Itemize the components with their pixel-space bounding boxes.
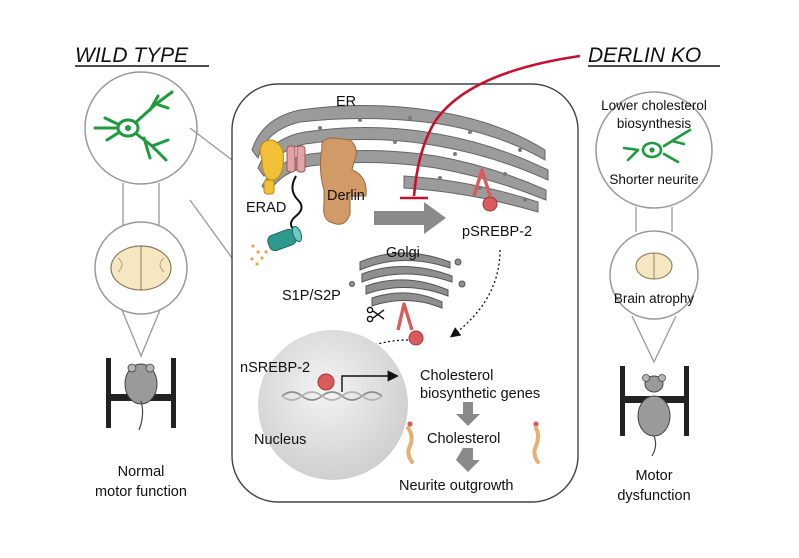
nsrebp-label: nSREBP-2 xyxy=(240,360,310,376)
transcription-arrow xyxy=(341,370,399,392)
zoom-line-bottom xyxy=(189,199,233,259)
golgi-label: Golgi xyxy=(386,245,420,261)
cascade-arrow-2 xyxy=(456,448,480,472)
wt-connector-1 xyxy=(122,183,160,225)
degraded-peptides xyxy=(250,244,268,266)
ko-mouse-beam-icon xyxy=(620,366,689,457)
wt-brain-icon xyxy=(110,245,172,291)
golgi-organelle xyxy=(349,252,466,309)
proteasome-icon xyxy=(267,225,303,252)
erad-channel-right xyxy=(296,145,306,173)
ko-lower-cholesterol-line1: Lower cholesterol xyxy=(601,98,707,113)
cholesterol-molecule-right xyxy=(532,421,540,464)
ko-neuron-icon xyxy=(622,128,692,164)
erad-channel-left xyxy=(286,145,296,173)
er-to-golgi-path xyxy=(449,249,501,338)
ko-brain-atrophy: Brain atrophy xyxy=(614,291,695,306)
ko-shorter-neurite: Shorter neurite xyxy=(609,172,698,187)
derlin-ko-header: DERLIN KO xyxy=(588,44,701,67)
wild-type-panel: Normal motor function xyxy=(84,71,198,500)
erad-substrate-chain xyxy=(290,175,303,233)
ko-lower-cholesterol-line2: biosynthesis xyxy=(617,116,692,131)
wt-caption-line1: Normal xyxy=(118,464,165,480)
cholesterol-molecule-left xyxy=(406,421,414,464)
derlin-ko-inhibition-line xyxy=(412,54,581,197)
neurite-outgrowth-label: Neurite outgrowth xyxy=(399,478,513,494)
genes-label-line1: Cholesterol xyxy=(420,368,493,384)
ko-caption-line2: dysfunction xyxy=(617,488,690,504)
derlin-ko-panel: Lower cholesterol biosynthesis Shorter n… xyxy=(595,91,713,504)
wt-cone xyxy=(121,309,161,358)
wild-type-header: WILD TYPE xyxy=(75,44,189,67)
dna-helix xyxy=(281,391,383,401)
psrebp-protein xyxy=(472,168,498,212)
golgi-srebp-protein xyxy=(396,302,424,346)
er-label: ER xyxy=(336,94,356,110)
cell-diagram: ER ERAD Derlin xyxy=(189,54,581,503)
scissors-icon xyxy=(366,306,385,323)
s1p-s2p-label: S1P/S2P xyxy=(282,288,341,304)
derlin-label: Derlin xyxy=(327,188,365,204)
erad-yellow-protein xyxy=(259,139,284,181)
wt-neuron-icon xyxy=(93,90,174,162)
nucleus-organelle xyxy=(258,330,408,480)
wt-neuron-circle xyxy=(84,71,198,185)
erad-complex xyxy=(250,139,306,266)
wt-caption-line2: motor function xyxy=(95,484,187,500)
zoom-line-top xyxy=(189,127,233,161)
wt-mouse-beam-icon xyxy=(106,358,176,431)
cholesterol-label: Cholesterol xyxy=(427,431,500,447)
genes-label-line2: biosynthetic genes xyxy=(420,386,540,402)
ko-caption-line1: Motor xyxy=(635,468,672,484)
ko-cone xyxy=(631,315,677,364)
psrebp-label: pSREBP-2 xyxy=(462,224,532,240)
transport-arrow xyxy=(374,202,446,234)
nsrebp-protein xyxy=(317,373,335,391)
erad-label: ERAD xyxy=(246,200,286,216)
cascade-arrow-1 xyxy=(456,402,480,426)
derlin-protein xyxy=(319,137,367,225)
ko-connector-1 xyxy=(635,207,673,232)
nucleus-label: Nucleus xyxy=(254,432,306,448)
ko-brain-icon xyxy=(635,252,673,280)
